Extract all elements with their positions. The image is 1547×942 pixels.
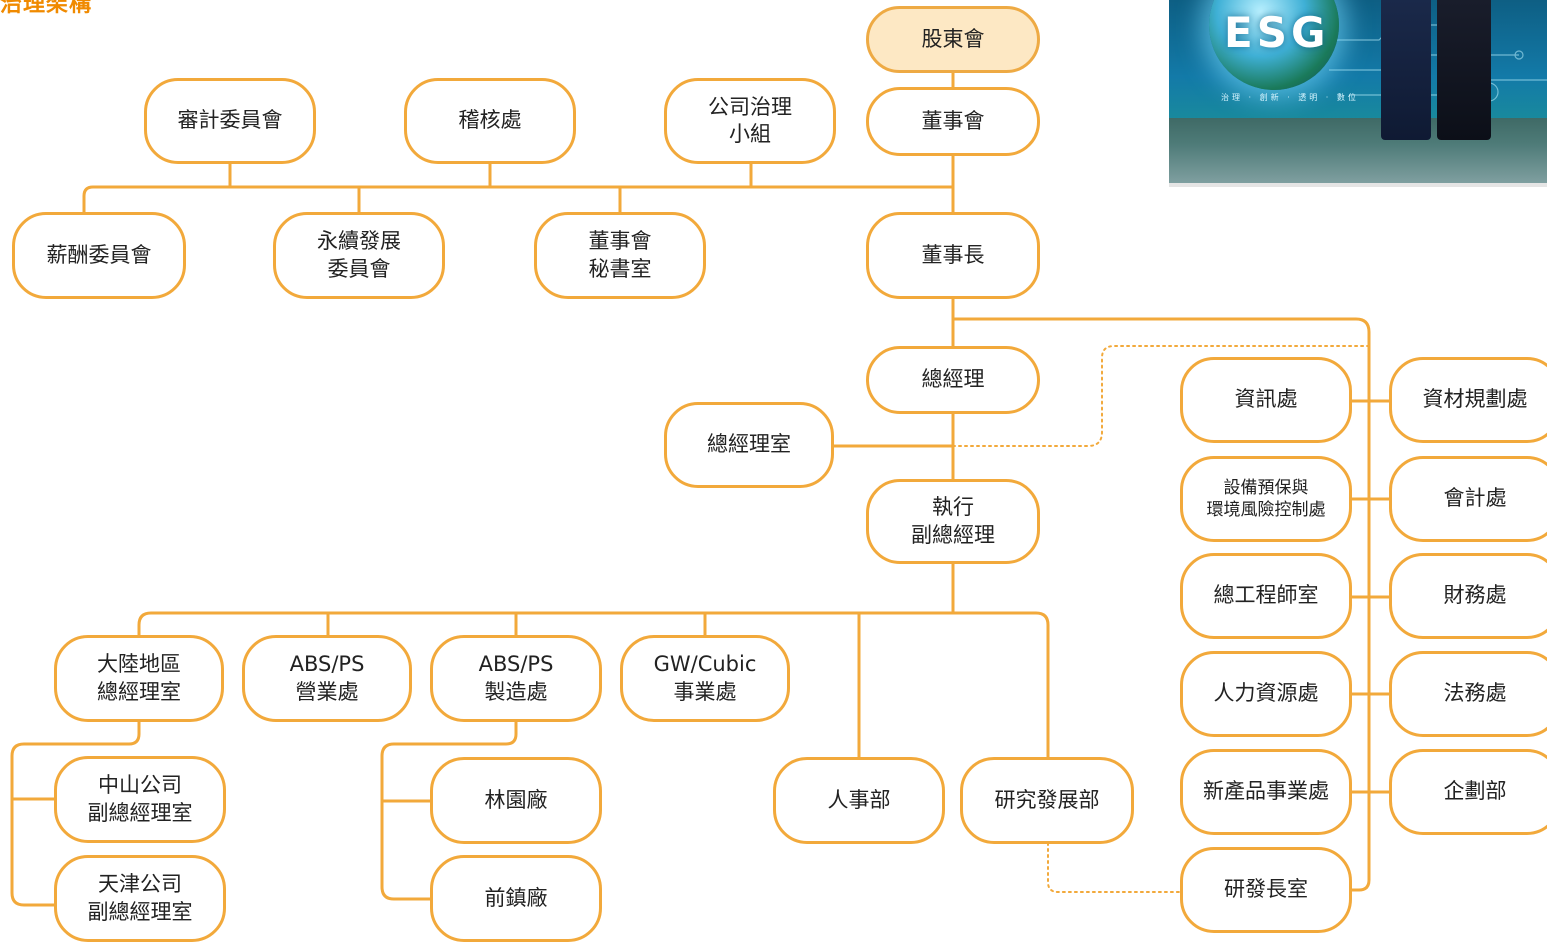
node-it: 資訊處 [1180, 357, 1352, 443]
page-title: 治理架構 [0, 0, 93, 17]
node-zhongshan: 中山公司 副總經理室 [54, 756, 226, 843]
node-board: 董事會 [866, 87, 1040, 156]
node-human-resources: 人力資源處 [1180, 651, 1352, 737]
node-new-products: 新產品事業處 [1180, 749, 1352, 835]
person-right [1437, 0, 1491, 140]
node-qianzhen: 前鎮廠 [430, 855, 602, 942]
node-board-secretariat: 董事會 秘書室 [534, 212, 706, 299]
node-president: 總經理 [866, 346, 1040, 414]
esg-award-photo: ESG 治理 · 創新 · 透明 · 數位 [1169, 0, 1547, 187]
node-materials-planning: 資材規劃處 [1389, 357, 1547, 443]
node-gw-cubic: GW/Cubic 事業處 [620, 635, 790, 722]
node-remuneration-committee: 薪酬委員會 [12, 212, 186, 299]
node-cto-office: 研發長室 [1180, 847, 1352, 933]
esg-caption: 治理 · 創新 · 透明 · 數位 [1221, 93, 1359, 102]
node-hr-dept: 人事部 [773, 757, 945, 844]
node-finance: 財務處 [1389, 553, 1547, 639]
node-rnd-dept: 研究發展部 [960, 757, 1134, 844]
node-legal: 法務處 [1389, 651, 1547, 737]
node-abs-manufacturing: ABS/PS 製造處 [430, 635, 602, 722]
person-left [1381, 0, 1431, 140]
node-sustainability-committee: 永續發展 委員會 [273, 212, 445, 299]
node-china-office: 大陸地區 總經理室 [54, 635, 224, 722]
node-internal-audit: 稽核處 [404, 78, 576, 164]
node-executive-vp: 執行 副總經理 [866, 479, 1040, 564]
node-chief-engineer: 總工程師室 [1180, 553, 1352, 639]
node-chairman: 董事長 [866, 212, 1040, 299]
node-audit-committee: 審計委員會 [144, 78, 316, 164]
node-president-office: 總經理室 [664, 402, 834, 488]
node-linyuan: 林園廠 [430, 757, 602, 844]
node-equipment-risk: 設備預保與 環境風險控制處 [1180, 456, 1352, 542]
node-abs-sales: ABS/PS 營業處 [242, 635, 412, 722]
esg-logo-text: ESG [1224, 8, 1330, 57]
node-planning: 企劃部 [1389, 749, 1547, 835]
node-accounting: 會計處 [1389, 456, 1547, 542]
node-shareholders: 股東會 [866, 6, 1040, 73]
node-governance-group: 公司治理 小組 [664, 78, 836, 164]
node-tianjin: 天津公司 副總經理室 [54, 855, 226, 942]
